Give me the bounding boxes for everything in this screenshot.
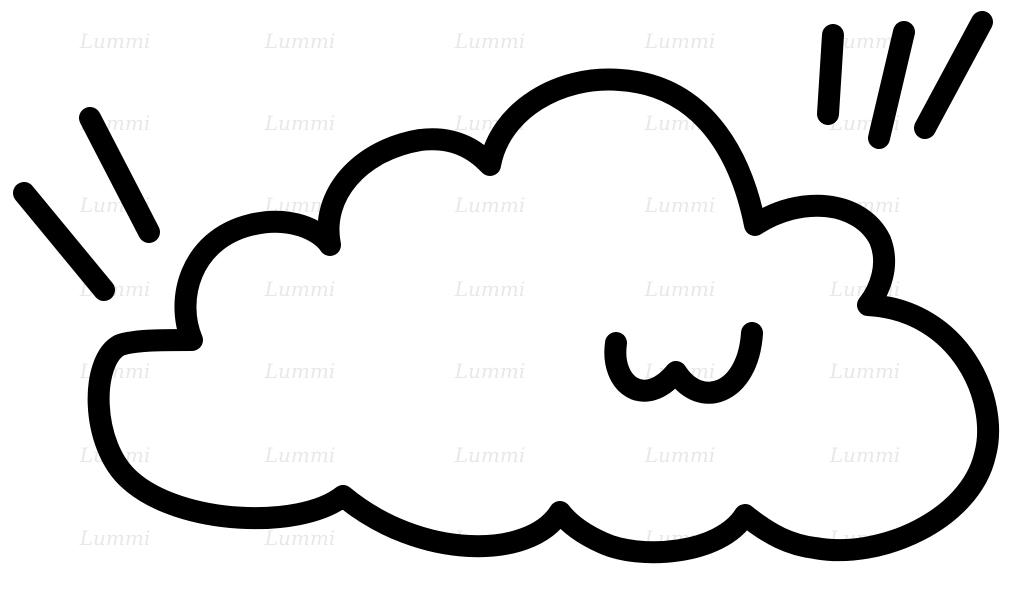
- watermark-text: Lummi: [264, 359, 336, 383]
- right-sparkle-line-2: [868, 21, 915, 149]
- watermark-text: Lummi: [454, 443, 526, 467]
- watermark-text: Lummi: [454, 277, 526, 301]
- watermark-text: Lummi: [264, 277, 336, 301]
- watermark-text: Lummi: [644, 193, 716, 217]
- watermark-text: Lummi: [79, 29, 151, 53]
- watermark-text: Lummi: [454, 29, 526, 53]
- watermark-text: Lummi: [644, 29, 716, 53]
- watermark-text: Lummi: [264, 443, 336, 467]
- watermark-text: Lummi: [454, 359, 526, 383]
- right-sparkle-line-1: [817, 24, 844, 125]
- w-mouth: [604, 322, 763, 404]
- watermark-text: Lummi: [264, 111, 336, 135]
- left-sparkle-line-inner: [79, 107, 160, 243]
- watermark-text: Lummi: [829, 359, 901, 383]
- left-sparkle-line-outer: [13, 182, 115, 301]
- watermark-text: Lummi: [79, 526, 151, 550]
- watermark-text: Lummi: [644, 443, 716, 467]
- cloud-outline: [87, 68, 1000, 564]
- right-sparkle-line-3: [914, 11, 993, 139]
- watermark-text: Lummi: [264, 29, 336, 53]
- watermark-text: Lummi: [644, 277, 716, 301]
- watermark-text: Lummi: [454, 193, 526, 217]
- watermark-text: Lummi: [264, 526, 336, 550]
- watermark-text: Lummi: [829, 443, 901, 467]
